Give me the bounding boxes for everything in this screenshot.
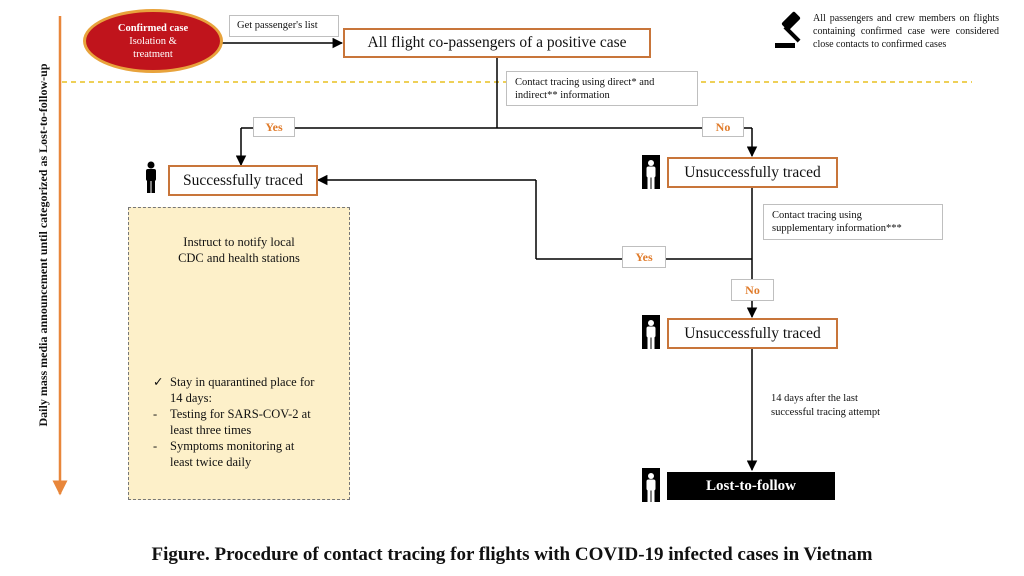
days-note: 14 days after the last successful tracin… [771, 393, 881, 418]
person-icon-lost [642, 468, 660, 502]
contact-direct-note: Contact tracing using direct* and indire… [506, 71, 698, 106]
unsuccessfully-traced-box-2: Unsuccessfully traced [667, 318, 838, 349]
legend-text: All passengers and crew members on fligh… [813, 13, 999, 50]
person-icon [146, 161, 156, 193]
person-icon-unsuccessful-1 [642, 155, 660, 189]
confirmed-case-line3: treatment [133, 48, 173, 60]
check-icon: ✓ [153, 375, 164, 389]
supplementary-note: Contact tracing using supplementary info… [763, 204, 943, 240]
no-label-1: No [702, 117, 744, 137]
quarantine-list: ✓Stay in quarantined place for 14 days: … [153, 375, 315, 469]
instruct-text: Instruct to notify local CDC and health … [178, 235, 300, 265]
get-list-note: Get passenger's list [229, 15, 339, 37]
confirmed-case-line2: Isolation & [129, 35, 177, 47]
lost-to-follow-box: Lost-to-follow [667, 472, 835, 500]
gavel-icon [775, 11, 801, 48]
quarantine-panel: Instruct to notify local CDC and health … [128, 207, 350, 500]
figure-caption: Figure. Procedure of contact tracing for… [151, 544, 873, 565]
successfully-traced-box: Successfully traced [168, 165, 318, 196]
no-label-2: No [731, 279, 774, 301]
side-label: Daily mass media announcement until cate… [36, 63, 50, 427]
person-icon-unsuccessful-2 [642, 315, 660, 349]
unsuccessfully-traced-box-1: Unsuccessfully traced [667, 157, 838, 188]
all-passengers-box: All flight co-passengers of a positive c… [343, 28, 651, 58]
yes-label-2: Yes [622, 246, 666, 268]
confirmed-case-node: Confirmed case Isolation & treatment [83, 9, 223, 73]
confirmed-case-title: Confirmed case [117, 22, 189, 34]
yes-label-1: Yes [253, 117, 295, 137]
